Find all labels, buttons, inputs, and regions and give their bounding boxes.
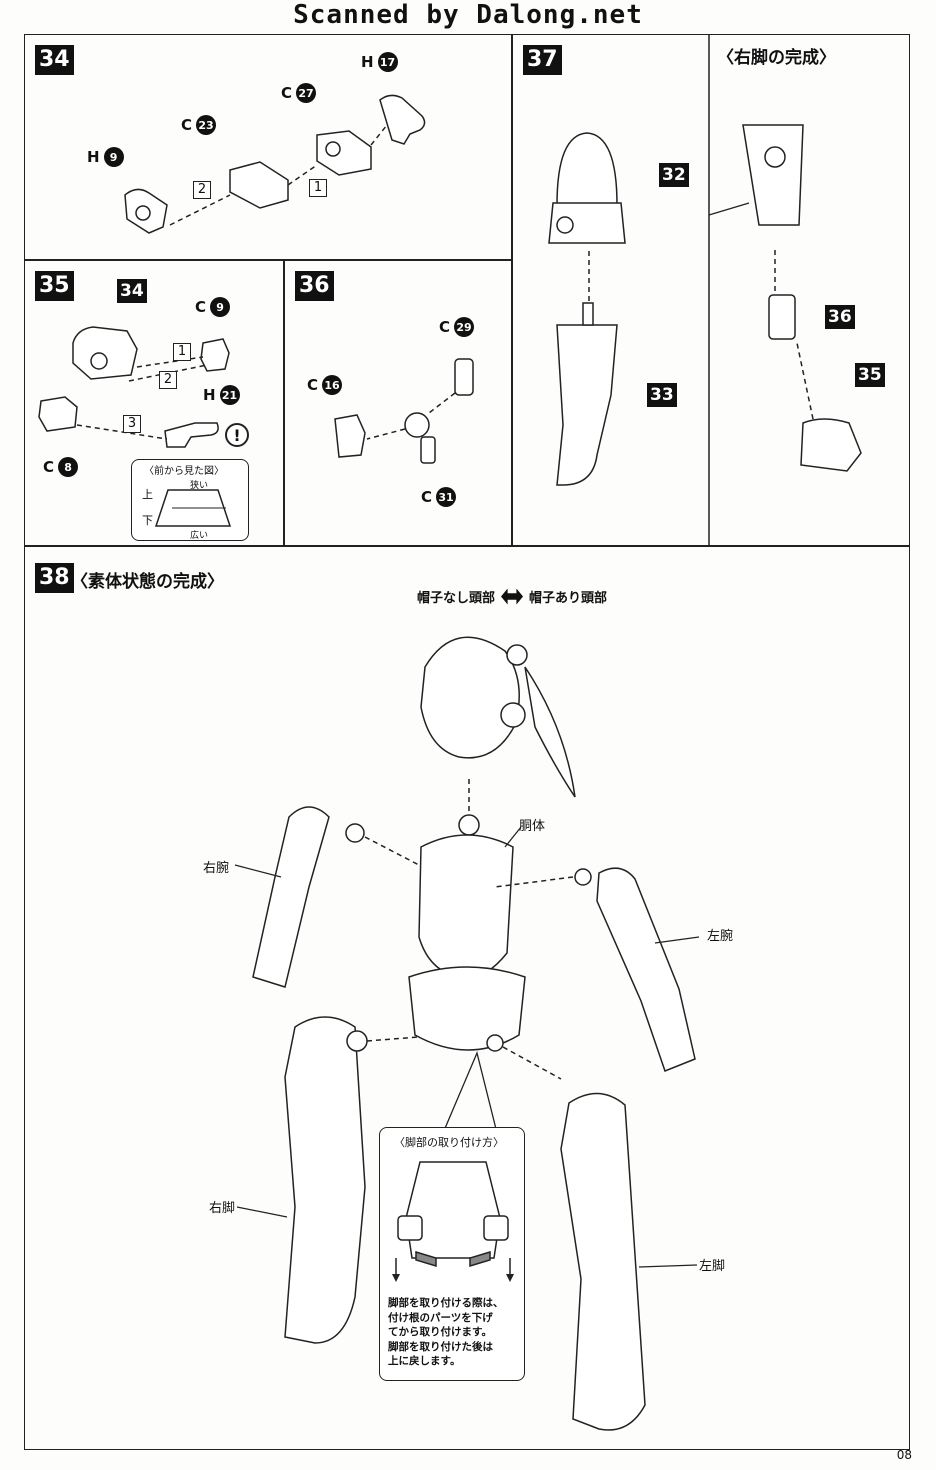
part-number: 29 (454, 317, 475, 337)
step-37-title: 〈右脚の完成〉 (717, 48, 836, 68)
ref-35: 35 (855, 363, 885, 387)
leg-attach-drawing (392, 1161, 514, 1282)
head-with-hat-label: 帽子あり頭部 (529, 591, 608, 606)
step-37-drawing (548, 35, 862, 545)
swap-icon (501, 588, 524, 605)
note-line: てから取り付けます。 (388, 1326, 492, 1338)
part-letter: C (307, 376, 319, 394)
sequence-1: 1 (173, 343, 191, 361)
step-36-number: 36 (295, 271, 334, 301)
part-label-c31: C 31 (421, 487, 457, 507)
part-number: 21 (219, 385, 240, 405)
sequence-2: 2 (193, 181, 211, 199)
step-37-panel: 37 〈右脚の完成〉 32 33 36 35 (512, 34, 910, 546)
note-line: 脚部を取り付けた後は (388, 1340, 493, 1353)
step-38-drawing (234, 636, 700, 1431)
part-label-c29: C 29 (439, 317, 475, 337)
step-36-drawing (334, 358, 474, 464)
part-letter: C (421, 488, 433, 506)
part-letter: H (203, 386, 216, 404)
left-arm-label: 左腕 (707, 929, 734, 944)
part-letter: C (195, 298, 207, 316)
part-label-c23: C 23 (181, 115, 217, 135)
part-letter: C (439, 318, 451, 336)
note-line: 付け根のパーツを下げ (388, 1311, 493, 1324)
right-arm-label: 右腕 (203, 861, 230, 876)
part-number: 23 (196, 115, 217, 135)
part-number: 9 (210, 297, 231, 317)
part-label-c16: C 16 (307, 375, 343, 395)
part-label-h21: H 21 (203, 385, 240, 405)
right-leg-label: 右脚 (209, 1201, 236, 1216)
step-35-panel: 35 34 ! C 9 H 21 C 8 1 2 3 〈前から見た図〉 上 下 (24, 260, 284, 546)
head-option-label: 帽子なし頭部 帽子あり頭部 (417, 587, 607, 606)
leg-attach-note: 〈脚部の取り付け方〉 脚部を取り付ける際は、 付け根のパーツを下げ てから取り付… (379, 1127, 525, 1381)
part-number: 16 (322, 375, 343, 395)
head-no-hat-label: 帽子なし頭部 (417, 591, 496, 606)
part-letter: H (361, 53, 374, 71)
step-35-number: 35 (35, 271, 74, 301)
step-34-panel: 34 H 17 C 27 C 23 H 9 2 1 (24, 34, 512, 260)
part-letter: C (181, 116, 193, 134)
part-label-h17: H 17 (361, 52, 398, 72)
step-38-number: 38 (35, 563, 74, 593)
part-number: 27 (296, 83, 317, 103)
front-view-title: 〈前から見た図〉 (144, 466, 224, 477)
front-view-top: 上 (142, 488, 153, 501)
part-letter: C (43, 458, 55, 476)
front-view-box: 〈前から見た図〉 上 下 狭い 広い (131, 459, 249, 541)
step-36-panel: 36 C 29 C 16 C 31 (284, 260, 512, 546)
step-38-panel: 38 〈素体状態の完成〉 帽子なし頭部 帽子あり頭部 (24, 546, 910, 1450)
sequence-1: 1 (309, 179, 327, 197)
leg-attach-title: 〈脚部の取り付け方〉 (394, 1136, 504, 1149)
step-38-title: 〈素体状態の完成〉 (71, 572, 224, 592)
part-label-c27: C 27 (281, 83, 317, 103)
torso-label: 胴体 (519, 819, 546, 834)
left-leg-label: 左脚 (699, 1259, 726, 1274)
part-letter: H (87, 148, 100, 166)
front-view-bottom: 下 (142, 514, 153, 527)
ref-33: 33 (647, 383, 677, 407)
part-label-c8: C 8 (43, 457, 79, 477)
part-number: 17 (377, 52, 398, 72)
page-number: 08 (896, 1448, 912, 1462)
step-34-drawing (124, 94, 426, 234)
step-34-number: 34 (35, 45, 74, 75)
leg-attach-text: 脚部を取り付ける際は、 付け根のパーツを下げ てから取り付けます。 脚部を取り付… (388, 1296, 504, 1369)
part-number: 8 (58, 457, 79, 477)
step-37-number: 37 (523, 45, 562, 75)
front-view-shape (154, 489, 232, 527)
part-number: 31 (436, 487, 457, 507)
step-35-drawing: ! (38, 326, 249, 448)
svg-text:!: ! (233, 426, 240, 445)
front-view-narrow: 狭い (190, 481, 209, 491)
part-label-c9: C 9 (195, 297, 231, 317)
sequence-3: 3 (123, 415, 141, 433)
note-line: 脚部を取り付ける際は、 (388, 1297, 504, 1309)
note-line: 上に戻します。 (388, 1355, 461, 1367)
sequence-2: 2 (159, 371, 177, 389)
ref-36: 36 (825, 305, 855, 329)
ref-step-34: 34 (117, 279, 147, 303)
part-label-h9: H 9 (87, 147, 124, 167)
part-letter: C (281, 84, 293, 102)
front-view-wide: 広い (190, 531, 209, 541)
part-number: 9 (103, 147, 124, 167)
ref-32: 32 (659, 163, 689, 187)
watermark: Scanned by Dalong.net (293, 0, 643, 30)
